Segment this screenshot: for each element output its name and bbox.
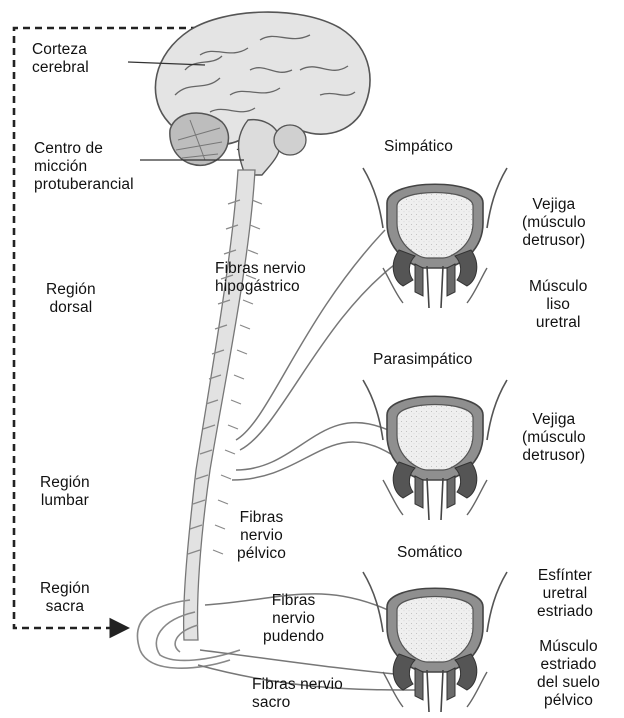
label-musculo-liso-uretral: Músculo liso uretral xyxy=(529,278,587,332)
label-somatico: Somático xyxy=(397,544,462,562)
bladder-somatico xyxy=(363,572,507,712)
bladder-parasimpatico xyxy=(363,380,507,520)
label-fibras-sacro: Fibras nervio sacro xyxy=(252,676,343,712)
label-musculo-suelo-pelvico: Músculo estriado del suelo pélvico xyxy=(537,638,600,710)
label-fibras-pelvico: Fibras nervio pélvico xyxy=(237,509,286,563)
label-esfinter-uretral: Esfínter uretral estriado xyxy=(537,567,593,621)
label-region-sacra: Región sacra xyxy=(40,580,90,616)
label-centro-miccion: Centro de micción protuberancial xyxy=(34,140,134,194)
label-simpatico: Simpático xyxy=(384,138,453,156)
bladder-simpatico xyxy=(363,168,507,308)
label-region-lumbar: Región lumbar xyxy=(40,474,90,510)
label-region-dorsal: Región dorsal xyxy=(46,281,96,317)
label-corteza-cerebral: Corteza cerebral xyxy=(32,41,89,77)
label-fibras-pudendo: Fibras nervio pudendo xyxy=(263,592,324,646)
label-vejiga-detrusor-1: Vejiga (músculo detrusor) xyxy=(522,196,586,250)
label-vejiga-detrusor-2: Vejiga (músculo detrusor) xyxy=(522,411,586,465)
label-parasimpatico: Parasimpático xyxy=(373,351,473,369)
label-fibras-hipogastrico: Fibras nervio hipogástrico xyxy=(215,260,306,296)
